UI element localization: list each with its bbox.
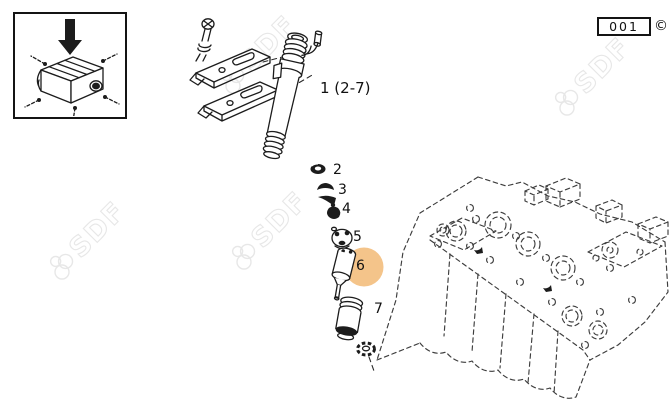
page-number-box: 001 <box>597 17 651 36</box>
thumbnail-drawing <box>24 19 120 122</box>
part-6-nozzle-drawing[interactable] <box>326 246 357 301</box>
callout-2[interactable]: 2 <box>333 162 342 178</box>
clamp-plate-lower <box>197 81 279 122</box>
copyright-symbol: © <box>654 18 668 34</box>
callout-4[interactable]: 4 <box>342 201 351 217</box>
fuel-return-pipe <box>301 30 323 56</box>
watermark-text: SDF <box>568 31 637 100</box>
callout-5[interactable]: 5 <box>353 229 362 245</box>
assembly-thumbnail[interactable] <box>13 12 127 122</box>
callout-6[interactable]: 6 <box>356 258 365 274</box>
watermark-text: SDF <box>63 195 132 264</box>
part-3-seal-drawing[interactable] <box>317 183 336 206</box>
callout-3[interactable]: 3 <box>338 182 347 198</box>
down-arrow-icon <box>58 19 82 55</box>
watermark-text: SDF <box>245 185 314 254</box>
injector-assembly-drawing[interactable] <box>254 23 323 163</box>
page-number: 001 <box>609 19 639 34</box>
part-5-spacer-drawing[interactable] <box>330 226 353 250</box>
clamp-plate-upper <box>189 48 271 89</box>
part-4-seal-drawing[interactable] <box>327 202 341 219</box>
clamp-bolt-drawing[interactable] <box>195 18 215 62</box>
lower-washer-drawing[interactable] <box>356 341 376 372</box>
part-7-sleeve-drawing[interactable] <box>334 296 364 342</box>
callout-7[interactable]: 7 <box>374 301 383 317</box>
part-2-washer-drawing[interactable] <box>310 163 326 174</box>
radiating-bolt-icons <box>24 53 120 122</box>
engine-block-mini <box>36 56 104 104</box>
callout-labels: 1 (2-7) 2 3 4 5 6 7 <box>320 79 383 317</box>
engine-block-phantom <box>376 176 669 399</box>
callout-1[interactable]: 1 (2-7) <box>320 79 371 97</box>
